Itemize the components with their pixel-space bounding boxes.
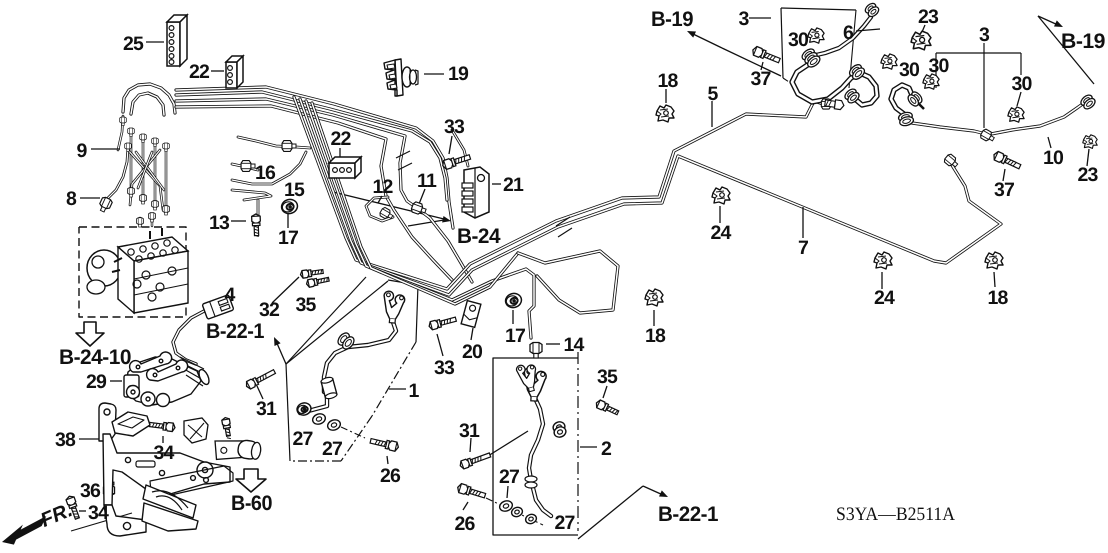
svg-text:33: 33 <box>434 357 455 379</box>
svg-text:18: 18 <box>657 70 678 92</box>
svg-text:B-19: B-19 <box>1061 30 1105 53</box>
svg-text:35: 35 <box>597 366 618 388</box>
svg-text:B-22-1: B-22-1 <box>206 320 265 343</box>
svg-text:21: 21 <box>503 174 524 196</box>
svg-text:B-19: B-19 <box>651 8 693 31</box>
svg-text:36: 36 <box>80 480 101 502</box>
svg-text:37: 37 <box>750 68 770 90</box>
svg-text:20: 20 <box>462 341 483 363</box>
svg-text:24: 24 <box>874 287 895 309</box>
svg-text:30: 30 <box>928 55 949 77</box>
svg-text:3: 3 <box>738 8 749 30</box>
svg-text:4: 4 <box>224 284 235 306</box>
svg-text:26: 26 <box>380 465 401 487</box>
svg-text:B-24: B-24 <box>457 225 501 248</box>
svg-text:17: 17 <box>278 227 298 249</box>
svg-text:13: 13 <box>209 212 230 234</box>
svg-text:30: 30 <box>1011 73 1032 95</box>
svg-text:27: 27 <box>292 428 312 450</box>
svg-text:27: 27 <box>322 438 342 460</box>
svg-text:1: 1 <box>408 380 419 402</box>
svg-text:30: 30 <box>788 29 809 51</box>
svg-text:3: 3 <box>979 24 990 46</box>
svg-text:30: 30 <box>899 59 920 81</box>
svg-text:27: 27 <box>554 512 574 534</box>
svg-text:38: 38 <box>55 429 76 451</box>
svg-text:22: 22 <box>330 128 351 150</box>
svg-text:23: 23 <box>918 6 939 28</box>
svg-text:15: 15 <box>284 179 305 201</box>
svg-text:11: 11 <box>417 170 437 192</box>
svg-text:12: 12 <box>372 176 393 198</box>
svg-text:31: 31 <box>256 398 277 420</box>
svg-text:34: 34 <box>88 502 109 524</box>
svg-text:10: 10 <box>1043 147 1064 169</box>
svg-text:24: 24 <box>710 222 731 244</box>
svg-text:19: 19 <box>448 63 469 85</box>
svg-text:16: 16 <box>255 162 276 184</box>
svg-text:14: 14 <box>563 334 584 356</box>
svg-text:B-22-1: B-22-1 <box>658 503 719 526</box>
svg-text:35: 35 <box>295 294 316 316</box>
svg-text:5: 5 <box>707 83 718 105</box>
svg-text:S3YA—B2511A: S3YA—B2511A <box>836 504 955 525</box>
svg-text:27: 27 <box>499 466 519 488</box>
svg-text:17: 17 <box>505 325 525 347</box>
svg-text:37: 37 <box>994 179 1014 201</box>
svg-text:25: 25 <box>123 33 144 55</box>
svg-text:2: 2 <box>601 438 612 460</box>
svg-text:31: 31 <box>459 420 480 442</box>
svg-text:23: 23 <box>1077 164 1098 186</box>
svg-text:32: 32 <box>259 299 280 321</box>
svg-text:B-24-10: B-24-10 <box>59 346 131 369</box>
svg-text:6: 6 <box>843 22 854 44</box>
svg-text:34: 34 <box>153 442 174 464</box>
svg-text:7: 7 <box>798 237 808 259</box>
svg-text:22: 22 <box>189 61 210 83</box>
svg-text:29: 29 <box>86 371 107 393</box>
svg-text:9: 9 <box>76 140 87 162</box>
svg-text:8: 8 <box>66 188 77 210</box>
svg-text:18: 18 <box>987 287 1008 309</box>
svg-text:18: 18 <box>645 325 666 347</box>
svg-text:33: 33 <box>444 116 465 138</box>
svg-text:26: 26 <box>454 513 475 535</box>
svg-text:B-60: B-60 <box>231 492 272 515</box>
